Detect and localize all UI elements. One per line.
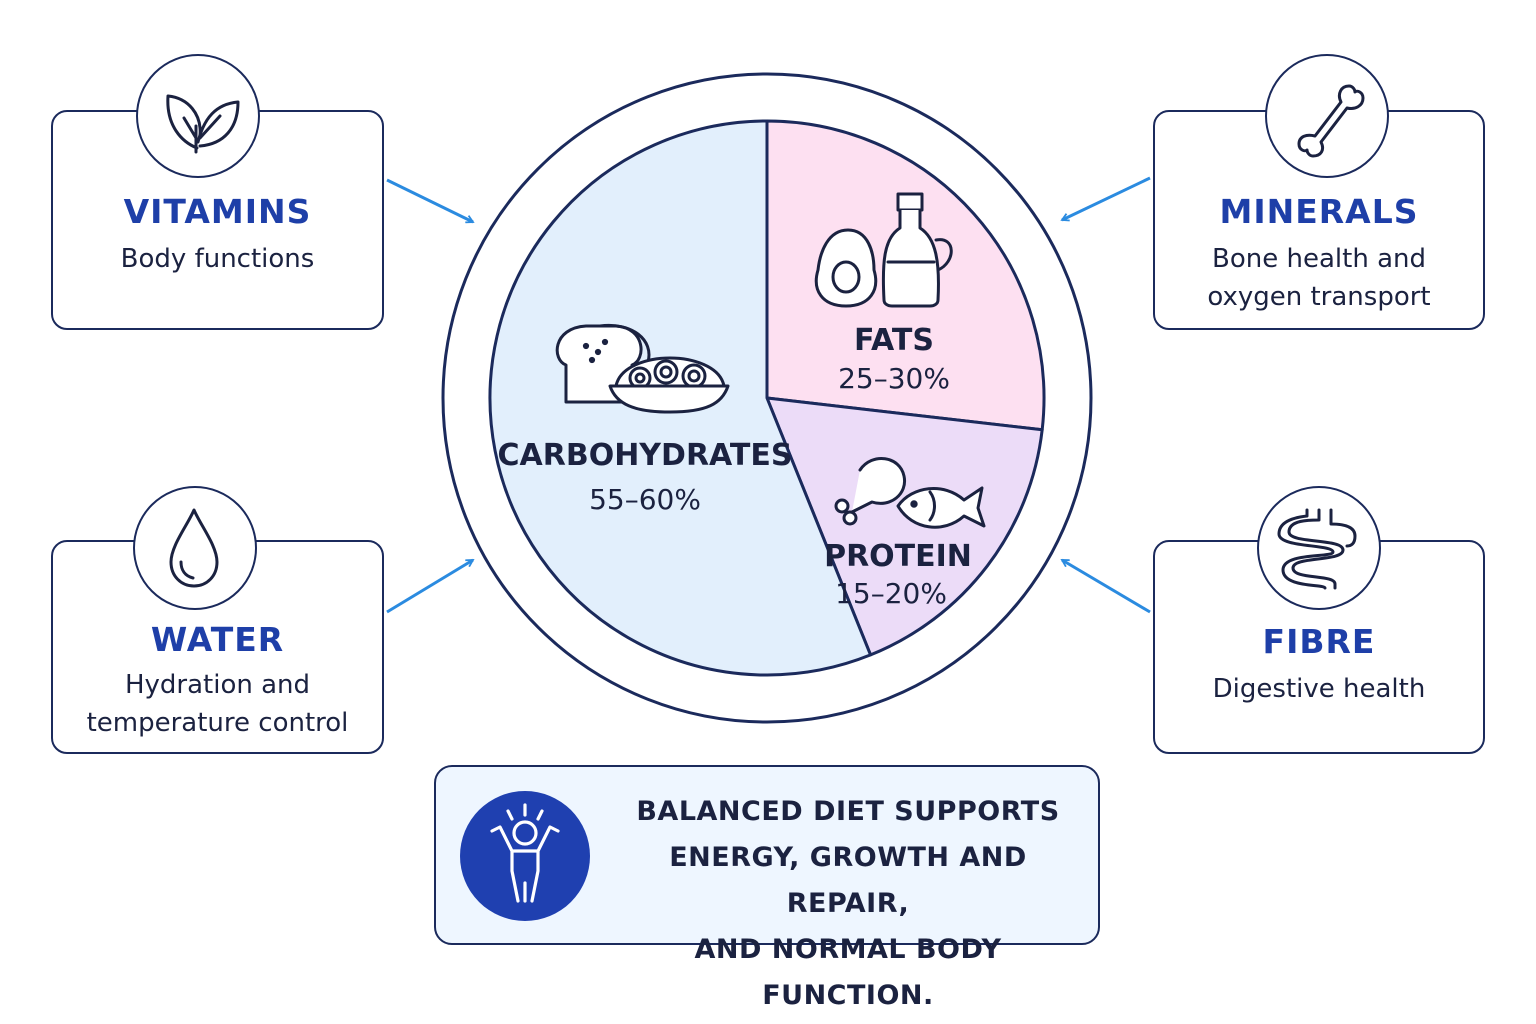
summary-line-3: AND NORMAL BODY FUNCTION. (694, 934, 1002, 1011)
water-desc-line-1: Hydration and (124, 670, 311, 700)
summary-line-1: BALANCED DIET SUPPORTS (636, 796, 1060, 827)
fibre-title: FIBRE (1262, 622, 1376, 661)
bread-and-pasta-icon (555, 323, 730, 414)
chicken-and-fish-icon (834, 457, 986, 529)
vitamins-title: VITAMINS (123, 192, 312, 231)
fats-label: FATS (854, 323, 934, 358)
vitamins-card: VITAMINS Body functions (51, 110, 384, 330)
minerals-desc-line-2: oxygen transport (1207, 282, 1431, 312)
arrow-fibre (1062, 558, 1151, 614)
protein-value: 15–20% (835, 577, 947, 610)
water-desc-line-2: temperature control (86, 708, 349, 738)
fibre-badge (1257, 486, 1381, 610)
arrow-vitamins (386, 178, 473, 224)
pie-slice-protein (765, 396, 1044, 657)
fats-value: 25–30% (838, 362, 950, 395)
vitamins-badge (136, 54, 260, 178)
intestine-icon (1277, 508, 1357, 590)
bone-icon (1297, 84, 1365, 158)
water-drop-icon (169, 508, 219, 588)
summary-message: BALANCED DIET SUPPORTS ENERGY, GROWTH AN… (608, 789, 1088, 1019)
summary-line-2: ENERGY, GROWTH AND REPAIR, (669, 842, 1027, 919)
arrow-water (386, 558, 473, 614)
carbohydrates-value: 55–60% (589, 483, 701, 516)
avocado-and-oil-icon (814, 192, 953, 308)
carbohydrates-label: CARBOHYDRATES (498, 438, 793, 473)
summary-person-badge (460, 791, 590, 921)
minerals-desc-line-1: Bone health and (1212, 244, 1426, 274)
water-badge (133, 486, 257, 610)
minerals-badge (1265, 54, 1389, 178)
cheering-person-icon (490, 803, 560, 903)
summary-banner: BALANCED DIET SUPPORTS ENERGY, GROWTH AN… (434, 765, 1100, 1011)
protein-label: PROTEIN (824, 539, 972, 574)
leaf-icon (166, 94, 240, 154)
vitamins-desc-line-1: Body functions (120, 244, 315, 274)
arrow-minerals (1062, 176, 1151, 220)
water-title: WATER (150, 620, 285, 659)
fibre-desc-line-1: Digestive health (1212, 674, 1426, 704)
minerals-title: MINERALS (1219, 192, 1419, 231)
minerals-card: MINERALS Bone health and oxygen transpor… (1153, 110, 1485, 330)
